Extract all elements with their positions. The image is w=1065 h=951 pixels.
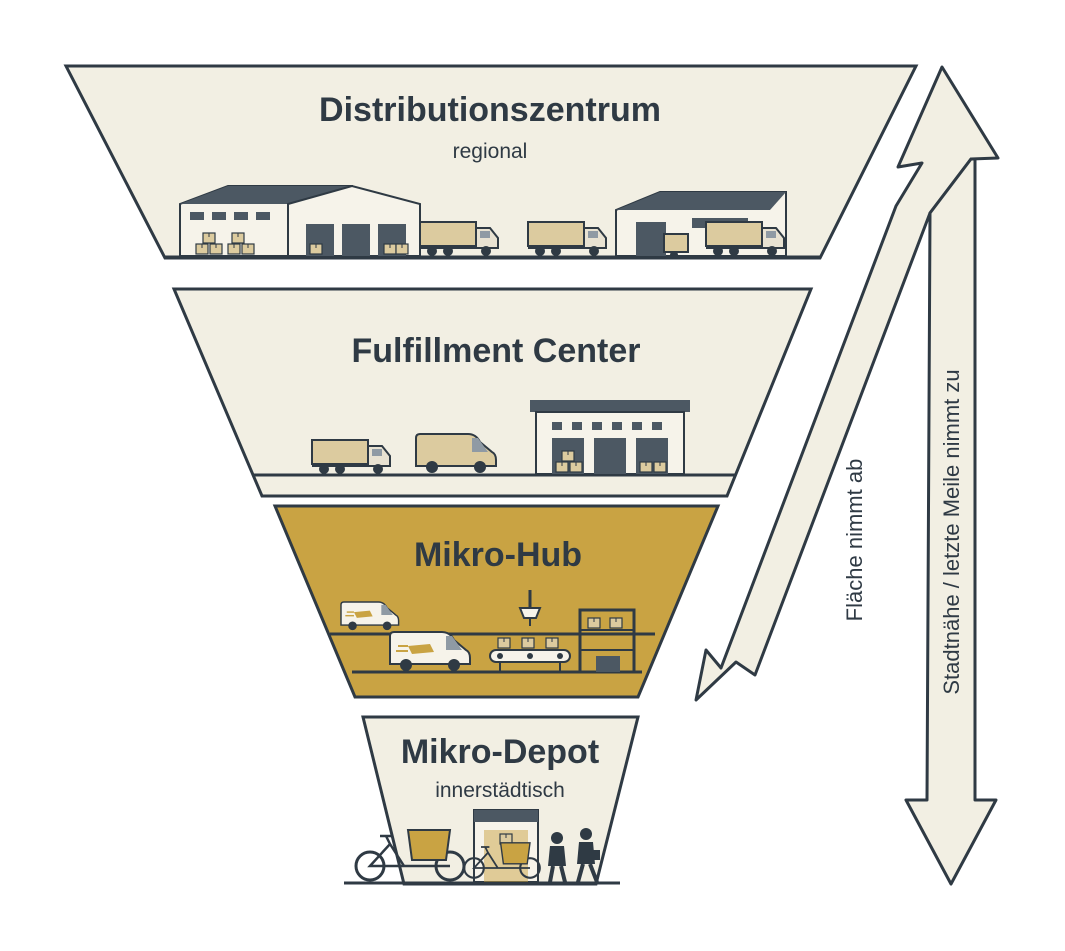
vertical-arrow-shape	[904, 157, 998, 886]
area-decreases-arrow	[694, 65, 1000, 702]
shelf-icon	[578, 608, 636, 674]
tier-1-subtitle: regional	[453, 140, 528, 163]
tier-4-subtitle: innerstädtisch	[435, 779, 565, 802]
pedestrian-icon	[576, 828, 600, 883]
tier-distributionszentrum: Distributionszentrum regional	[63, 64, 919, 260]
tier-4-title: Mikro-Depot	[401, 733, 599, 771]
conveyor-icon	[489, 637, 571, 672]
tier-1-title: Distributionszentrum	[319, 91, 661, 129]
tier-2-title: Fulfillment Center	[351, 332, 640, 370]
tier-3-band	[272, 504, 721, 699]
truck-icon	[663, 233, 689, 259]
pedestrian-icon	[548, 832, 567, 883]
robot-arm-icon	[518, 590, 542, 626]
diagonal-arrow-shape	[694, 65, 1000, 702]
tier-3-title: Mikro-Hub	[414, 536, 582, 574]
tier-mikro-depot: Mikro-Depot innerstädtisch	[344, 715, 640, 886]
area-decreases-label: Fläche nimmt ab	[842, 459, 867, 622]
proximity-increases-label: Stadtnähe / letzte Meile nimmt zu	[939, 369, 964, 694]
warehouse-icon	[530, 400, 690, 475]
tier-fulfillment-center: Fulfillment Center	[171, 287, 814, 498]
warehouse-icon	[179, 184, 421, 257]
tier-mikro-hub: Mikro-Hub	[272, 504, 721, 699]
proximity-increases-arrow	[904, 157, 998, 886]
